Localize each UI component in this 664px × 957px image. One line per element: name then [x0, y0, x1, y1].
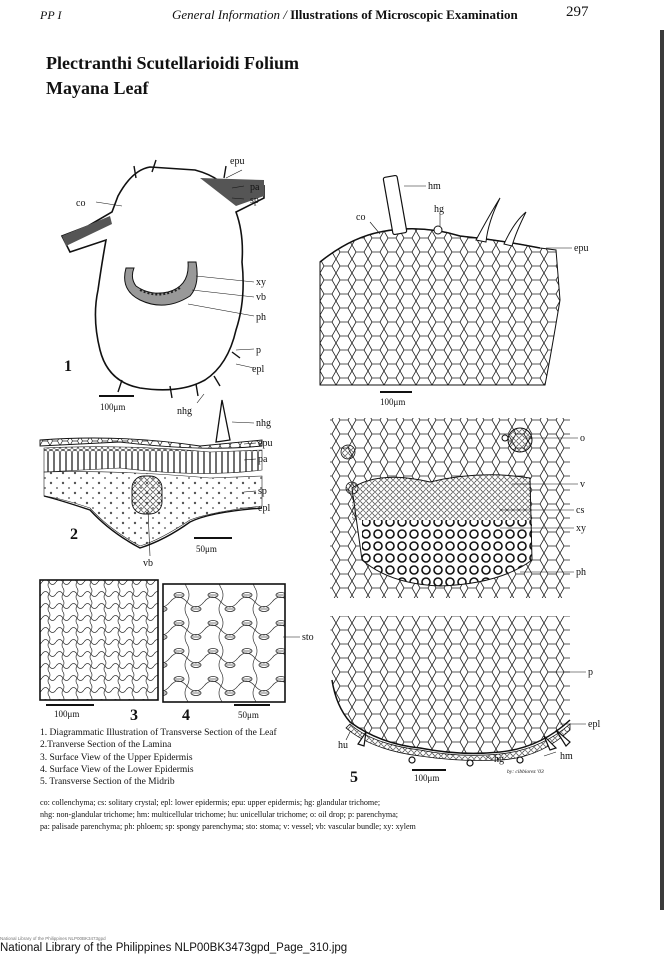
fig2-label-nhg: nhg: [256, 418, 271, 429]
header-section: PP I: [40, 8, 62, 22]
scan-watermark: National Library of the Philippines NLP0…: [0, 936, 106, 941]
header-title: General Information / Illustrations of M…: [172, 7, 518, 23]
fig4-label-sto: sto: [302, 632, 314, 643]
fig5-label-xy: xy: [576, 523, 586, 534]
header-chapter-title: Illustrations of Microscopic Examination: [290, 7, 518, 22]
fig1-label-sp: sp: [250, 195, 259, 206]
fig1-label-ph: ph: [256, 312, 266, 323]
fig1-label-nhg: nhg: [177, 406, 192, 417]
fig5-label-epu: epu: [574, 243, 588, 254]
monograph-title: Plectranthi Scutellarioidi Folium: [46, 53, 299, 73]
scan-binding-edge: [660, 30, 664, 910]
fig5-label-hu: hu: [338, 740, 348, 751]
fig5-label-v: v: [580, 479, 585, 490]
scan-footer: National Library of the Philippines NLP0…: [0, 942, 348, 954]
monograph-common-name: Mayana Leaf: [46, 78, 149, 98]
fig1-label-p: p: [256, 345, 261, 356]
figure-5-midrib-section: hm hg co epu 100μm o v cs: [319, 174, 600, 786]
page-number: 297: [566, 4, 589, 20]
fig1-label-epl: epl: [252, 364, 264, 375]
header-category: General Information /: [172, 7, 287, 22]
fig5-label-cs: cs: [576, 505, 584, 516]
illustrator-credit: by: cibbiorez '03: [507, 769, 544, 775]
fig2-number: 2: [70, 526, 78, 543]
fig5-label-co: co: [356, 212, 365, 223]
caption-3: 3. Surface View of the Upper Epidermis: [40, 752, 193, 763]
fig2-scale: 50μm: [196, 544, 217, 554]
fig3-number: 3: [130, 707, 138, 724]
legend-line-1: co: collenchyma; cs: solitary crystal; e…: [40, 798, 381, 807]
figure-1-leaf-transverse-section: epu pa sp co xy vb ph p epl nhg 1 100μm: [60, 156, 266, 417]
fig1-label-co: co: [76, 198, 85, 209]
fig1-label-xy: xy: [256, 277, 266, 288]
fig2-label-vb: vb: [143, 558, 153, 569]
fig4-scale: 50μm: [238, 710, 259, 720]
legend-line-3: pa: palisade parenchyma; ph: phloem; sp:…: [40, 822, 416, 831]
fig4-number: 4: [182, 707, 190, 724]
caption-2: 2.Tranverse Section of the Lamina: [40, 740, 172, 751]
fig5-label-ph: ph: [576, 567, 586, 578]
fig3-scale: 100μm: [54, 709, 79, 719]
fig2-label-pa: pa: [258, 454, 268, 465]
fig5-label-hg-bottom: hg: [494, 754, 504, 765]
fig1-scale: 100μm: [100, 402, 125, 412]
fig1-number: 1: [64, 358, 72, 375]
abbreviation-legend: co: collenchyma; cs: solitary crystal; e…: [40, 797, 416, 833]
figure-4-lower-epidermis: sto 4 50μm: [162, 583, 314, 724]
plate-illustrations: epu pa sp co xy vb ph p epl nhg 1 100μm: [39, 156, 600, 786]
fig5-scale-top: 100μm: [380, 397, 405, 407]
caption-5: 5. Transverse Section of the Midrib: [40, 777, 175, 788]
fig2-label-epu: epu: [258, 438, 272, 449]
fig5-label-hm-top: hm: [428, 181, 441, 192]
fig2-label-sp: sp: [258, 486, 267, 497]
caption-4: 4. Surface View of the Lower Epidermis: [40, 764, 194, 775]
fig5-label-epl: epl: [588, 719, 600, 730]
fig5-label-hm-bottom: hm: [560, 751, 573, 762]
fig5-number: 5: [350, 769, 358, 786]
fig5-label-hg-top: hg: [434, 204, 444, 215]
fig1-label-pa: pa: [250, 182, 260, 193]
fig2-label-epl: epl: [258, 503, 270, 514]
fig5-label-p: p: [588, 667, 593, 678]
fig1-label-epu: epu: [230, 156, 244, 167]
legend-line-2: nhg: non-glandular trichome; hm: multice…: [40, 810, 399, 819]
fig1-label-vb: vb: [256, 292, 266, 303]
figure-captions: 1. Diagrammatic Illustration of Transver…: [40, 727, 277, 788]
fig5-scale-bottom: 100μm: [414, 773, 439, 783]
figure-3-upper-epidermis: 100μm 3: [39, 579, 159, 724]
fig5-label-o: o: [580, 433, 585, 444]
caption-1: 1. Diagrammatic Illustration of Transver…: [40, 728, 277, 738]
figure-2-lamina-section: nhg epu pa sp epl vb 2 50μm: [39, 399, 272, 569]
